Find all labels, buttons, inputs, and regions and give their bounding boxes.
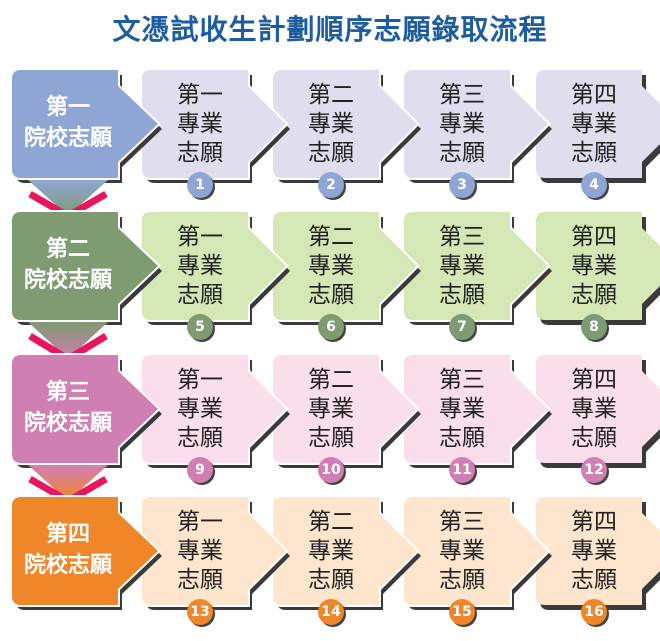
sequence-badge: 6 [318, 314, 344, 340]
institution-choice-box [10, 210, 161, 322]
program-choice-box [536, 355, 660, 463]
program-choice-box [271, 353, 420, 465]
sequence-badge: 11 [449, 457, 475, 483]
sequence-badge: 3 [449, 172, 475, 198]
connector-fill [28, 180, 108, 216]
program-choice-box [536, 212, 660, 320]
sequence-badge: 14 [318, 599, 344, 625]
program-choice-box [402, 495, 551, 607]
sequence-badge: 5 [187, 314, 213, 340]
sequence-badge: 7 [449, 314, 475, 340]
page-title: 文憑試收生計劃順序志願錄取流程 [112, 13, 548, 46]
sequence-badge: 15 [449, 599, 475, 625]
program-choice-box [402, 353, 551, 465]
sequence-badge: 10 [318, 457, 344, 483]
institution-choice-box [10, 68, 161, 180]
sequence-badge: 4 [581, 172, 607, 198]
program-choice-box [140, 68, 289, 180]
institution-choice-box [10, 353, 161, 465]
sequence-badge: 2 [318, 172, 344, 198]
program-choice-box [536, 497, 660, 605]
program-choice-box [402, 68, 551, 180]
sequence-badge: 16 [581, 599, 607, 625]
program-choice-box [271, 210, 420, 322]
connector-fill [28, 465, 108, 501]
program-choice-box [140, 353, 289, 465]
sequence-badge: 13 [187, 599, 213, 625]
sequence-badge: 1 [187, 172, 213, 198]
program-choice-box [271, 495, 420, 607]
program-choice-box [536, 70, 660, 178]
program-choice-box [402, 210, 551, 322]
sequence-badge: 12 [581, 457, 607, 483]
sequence-badge: 9 [187, 457, 213, 483]
connector-fill [28, 322, 108, 359]
program-choice-box [140, 210, 289, 322]
sequence-badge: 8 [581, 314, 607, 340]
program-choice-box [271, 68, 420, 180]
institution-choice-box [10, 495, 161, 607]
program-choice-box [140, 495, 289, 607]
